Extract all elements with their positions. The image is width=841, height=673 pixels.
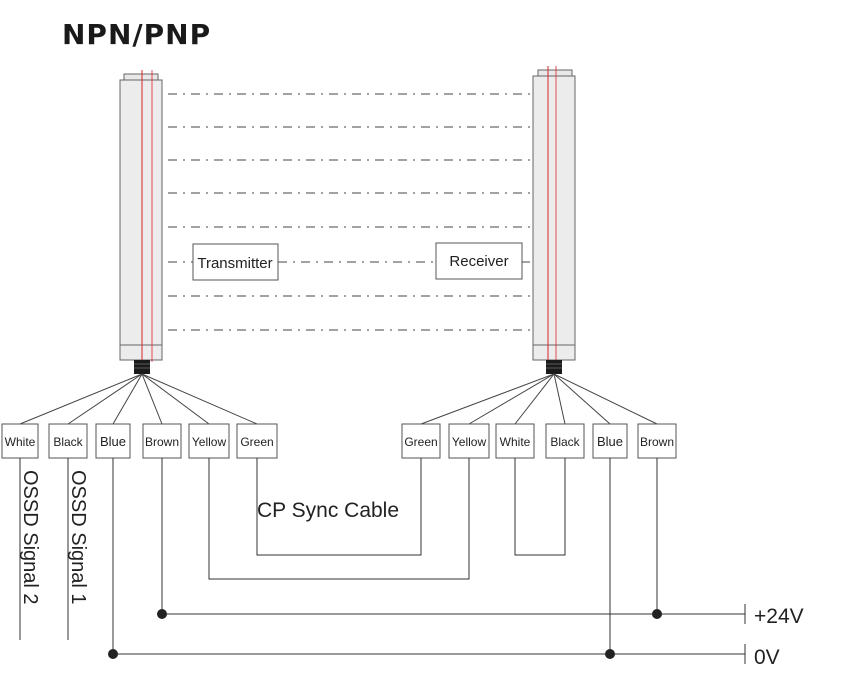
ossd-signal-1-label: OSSD Signal 1 <box>67 470 89 605</box>
rx-wire-brown: Brown <box>640 435 674 449</box>
rx-wire-green: Green <box>404 435 437 449</box>
sync-cable-label: CP Sync Cable <box>257 499 399 522</box>
receiver-fanout <box>420 373 658 425</box>
receiver-label: Receiver <box>449 253 508 270</box>
receiver-wire-boxes <box>401 423 677 459</box>
tx-wire-green: Green <box>240 435 273 449</box>
transmitter-bar <box>119 70 163 374</box>
transmitter-label: Transmitter <box>197 255 272 272</box>
tx-wire-yellow: Yellow <box>192 435 227 449</box>
transmitter-wire-labels: White Black Blue Brown Yellow Green <box>5 434 274 449</box>
rx-wire-black: Black <box>550 435 580 449</box>
transmitter-wire-boxes <box>1 423 278 459</box>
ossd-signal-2-label: OSSD Signal 2 <box>19 470 41 605</box>
rx-wire-yellow: Yellow <box>452 435 487 449</box>
zero-v-label: 0V <box>754 646 780 669</box>
transmitter-fanout <box>19 373 258 425</box>
diagram-title: NPN/PNP <box>62 18 212 51</box>
rx-wire-white: White <box>500 435 531 449</box>
rx-wire-blue: Blue <box>597 434 623 449</box>
receiver-box: Receiver <box>435 242 523 280</box>
wiring <box>19 458 746 664</box>
tx-wire-white: White <box>5 435 36 449</box>
receiver-bar <box>532 66 576 374</box>
tx-wire-brown: Brown <box>145 435 179 449</box>
receiver-wire-labels: Green Yellow White Black Blue Brown <box>404 434 674 449</box>
tx-wire-blue: Blue <box>100 434 126 449</box>
plus24v-label: +24V <box>754 605 804 628</box>
beam-lines <box>168 93 530 331</box>
tx-wire-black: Black <box>53 435 83 449</box>
junction-dots <box>108 609 662 659</box>
transmitter-box: Transmitter <box>192 243 279 281</box>
